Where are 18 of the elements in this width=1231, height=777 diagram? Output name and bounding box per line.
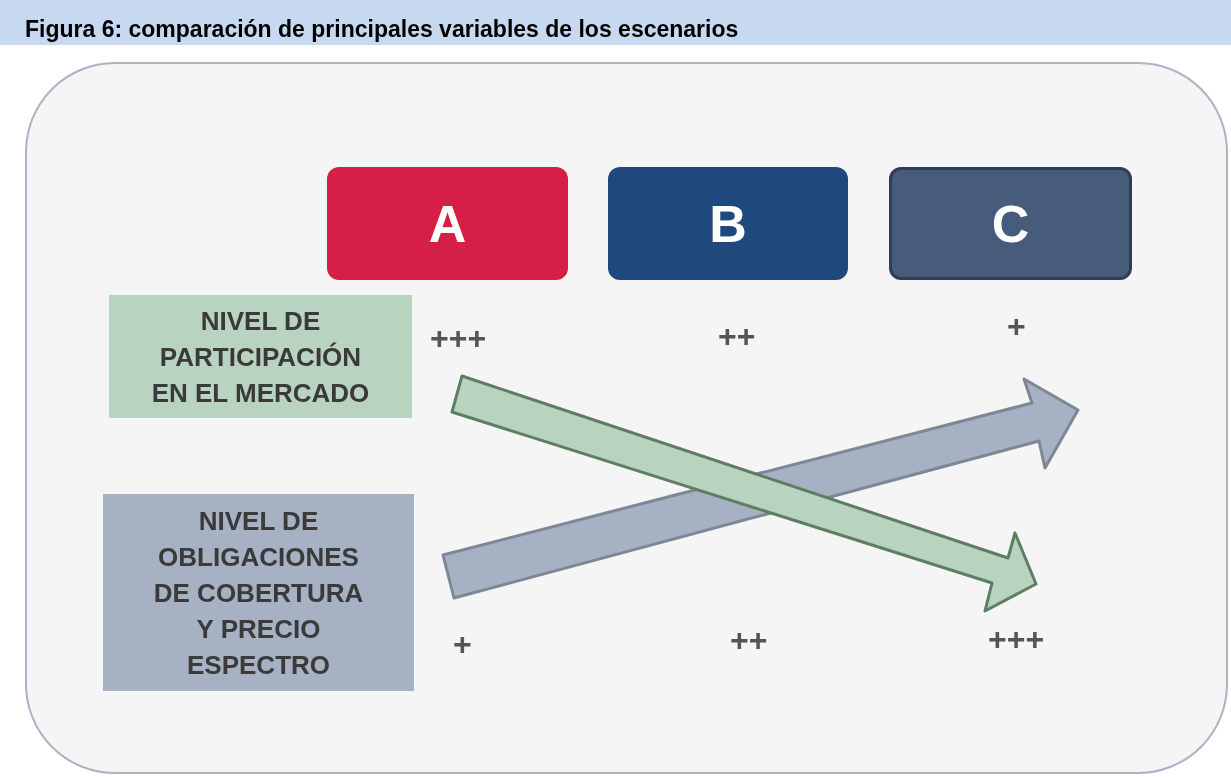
rating-symbol: + xyxy=(1007,308,1026,345)
variable-label: NIVEL DE PARTICIPACIÓN EN EL MERCADO xyxy=(150,304,371,410)
scenario-box xyxy=(608,167,848,280)
scenario-letter: C xyxy=(991,193,1030,254)
rating-symbol: +++ xyxy=(430,320,487,357)
variable-label-box xyxy=(103,494,414,691)
variable-label: NIVEL DE OBLIGACIONES DE COBERTURA Y PRECIO ESPECTRO xyxy=(152,504,365,682)
scenario-letter: B xyxy=(709,193,747,254)
scenario-letter: A xyxy=(428,193,467,254)
rating-symbol: ++ xyxy=(730,622,768,659)
variable-label-box xyxy=(109,295,412,418)
rating-symbol: + xyxy=(453,626,472,663)
panel-background xyxy=(25,62,1228,774)
rating-symbol: ++ xyxy=(718,318,756,355)
scenario-box xyxy=(327,167,568,280)
rating-symbol: +++ xyxy=(988,621,1045,658)
figure-title: Figura 6: comparación de principales variables de los escenarios xyxy=(0,0,1231,45)
scenario-box xyxy=(889,167,1132,280)
